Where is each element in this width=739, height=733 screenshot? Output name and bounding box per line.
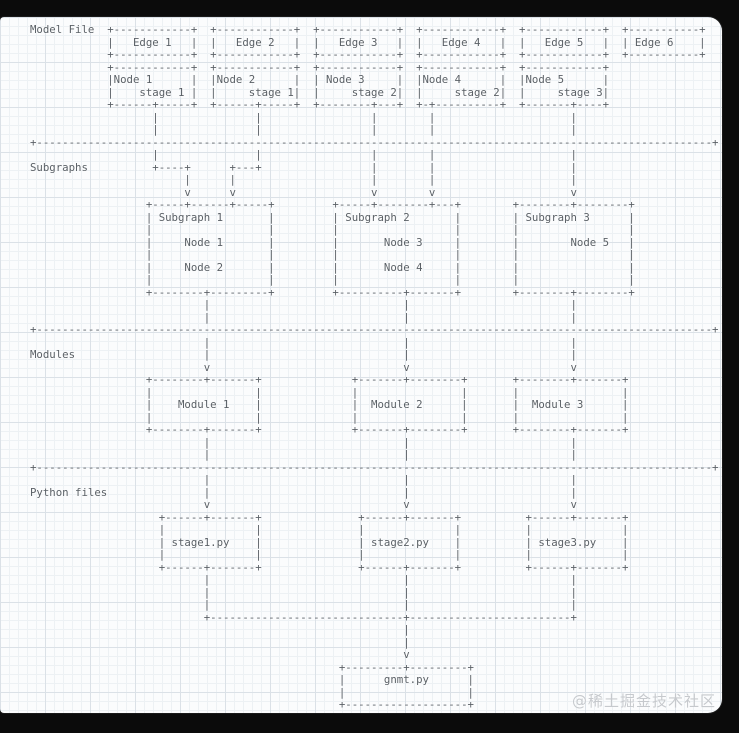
grid-paper-card: Model File +------------+ +------------+…	[0, 17, 722, 713]
ascii-diagram: Model File +------------+ +------------+…	[30, 23, 719, 711]
watermark: @稀土掘金技术社区	[571, 692, 716, 710]
